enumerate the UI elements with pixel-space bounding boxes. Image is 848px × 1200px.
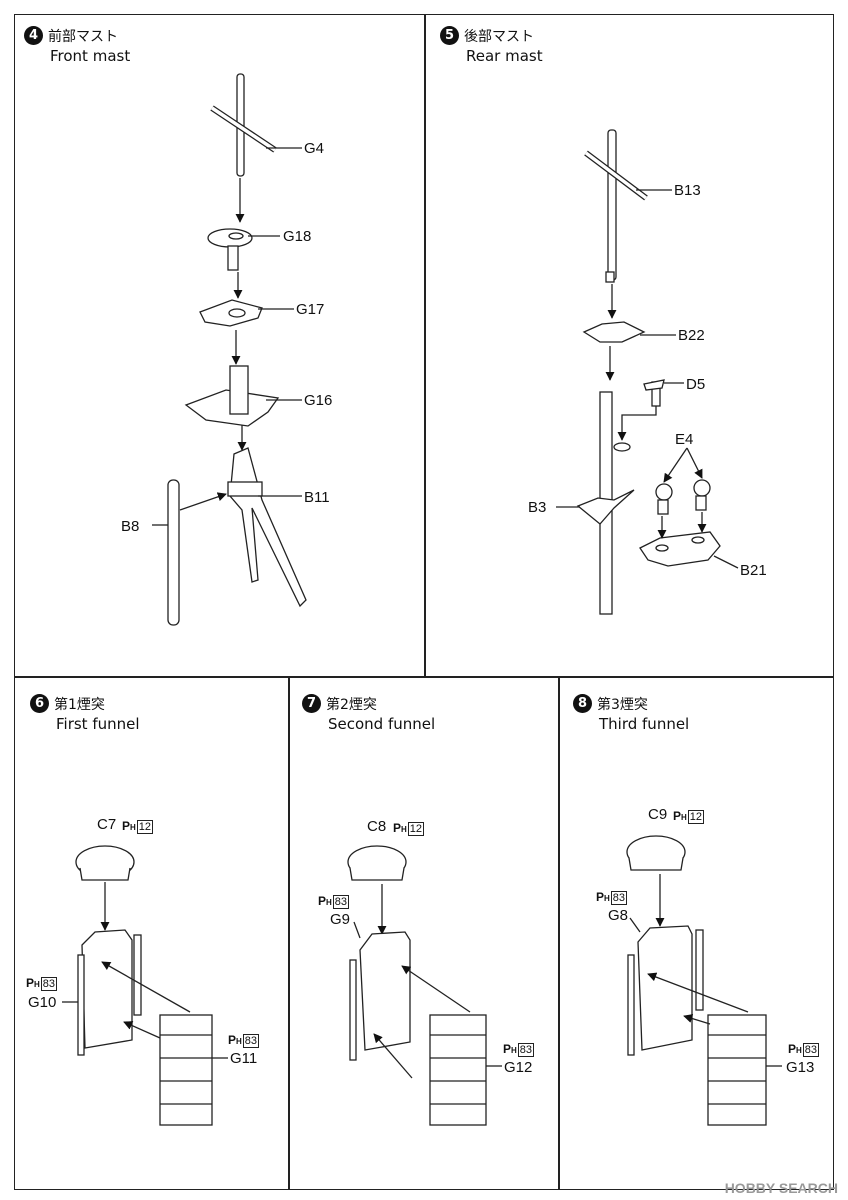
part-label-e4: E4	[675, 431, 694, 448]
step-title-jp: 第1煙突	[54, 696, 105, 713]
front-mast-drawing	[167, 73, 307, 626]
divider-bottom-left	[288, 676, 290, 1190]
step-5-header: 5 後部マスト Rear mast	[440, 25, 543, 65]
step-title-en: Second funnel	[328, 714, 436, 733]
part-label-g11: G11	[230, 1050, 258, 1067]
part-label-g8: G8	[608, 907, 629, 924]
watermark: HOBBY SEARCH	[724, 1180, 838, 1196]
part-label-g9: G9	[330, 911, 351, 928]
divider-bottom-right	[558, 676, 560, 1190]
part-label-b13: B13	[674, 182, 701, 199]
part-label-b11: B11	[304, 489, 330, 506]
part-label-g16: G16	[304, 392, 333, 409]
step-4-header: 4 前部マスト Front mast	[24, 25, 130, 65]
step-number: 6	[30, 694, 49, 713]
part-label-b22: B22	[678, 327, 705, 344]
divider-top-vertical	[424, 14, 426, 676]
part-label-g18: G18	[283, 228, 312, 245]
rear-mast-drawing	[576, 129, 721, 615]
third-funnel-drawing	[626, 835, 767, 1126]
part-label-g12: G12	[504, 1059, 533, 1076]
second-funnel-drawing	[347, 845, 487, 1126]
step-title-en: Front mast	[50, 46, 131, 65]
step-title-jp: 第3煙突	[597, 696, 648, 713]
step-8-header: 8 第3煙突 Third funnel	[573, 693, 689, 733]
divider-horizontal	[14, 676, 834, 678]
part-label-g10: G10	[28, 994, 57, 1011]
step-title-en: First funnel	[56, 714, 140, 733]
step-number: 5	[440, 26, 459, 45]
step-number: 4	[24, 26, 43, 45]
part-label-c7: C7	[97, 816, 117, 833]
part-label-g13: G13	[786, 1059, 815, 1076]
part-label-b3: B3	[528, 499, 547, 516]
step-title-jp: 第2煙突	[326, 696, 377, 713]
step-number: 8	[573, 694, 592, 713]
part-label-b8: B8	[121, 518, 140, 535]
part-label-c8: C8	[367, 818, 387, 835]
part-label-g17: G17	[296, 301, 325, 318]
step-title-jp: 前部マスト	[48, 28, 118, 45]
part-label-g4: G4	[304, 140, 325, 157]
step-7-header: 7 第2煙突 Second funnel	[302, 693, 435, 733]
part-label-b21: B21	[740, 562, 767, 579]
part-label-c9: C9	[648, 806, 668, 823]
leader-lines	[62, 147, 782, 1067]
step-title-en: Rear mast	[466, 46, 543, 65]
step-title-jp: 後部マスト	[464, 28, 534, 45]
step-title-en: Third funnel	[599, 714, 690, 733]
first-funnel-drawing	[75, 845, 213, 1126]
part-label-d5: D5	[686, 376, 706, 393]
step-6-header: 6 第1煙突 First funnel	[30, 693, 140, 733]
step-number: 7	[302, 694, 321, 713]
